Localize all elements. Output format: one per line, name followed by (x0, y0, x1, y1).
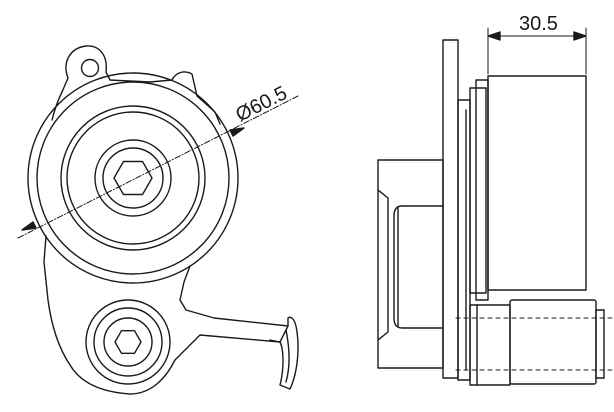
mounting-plate (442, 39, 459, 379)
pulley-side (487, 75, 587, 291)
pivot-bolt (103, 317, 153, 367)
diameter-dimension-line (17, 95, 299, 239)
pulley-rim-inner (36, 81, 230, 275)
pulley-face-outer (60, 105, 206, 251)
pivot-shaft (509, 299, 597, 385)
width-dimension (487, 27, 587, 75)
diameter-arrow-right (229, 127, 245, 137)
front-view: Ø60.5 (17, 45, 299, 395)
left-boss-chamfer (377, 189, 389, 341)
side-view: 30.5 (377, 13, 613, 386)
arm-hook-inner (285, 329, 290, 383)
diameter-label: Ø60.5 (232, 82, 291, 126)
plate-flange (457, 99, 471, 381)
left-boss-recess (393, 205, 444, 329)
width-label: 30.5 (519, 13, 558, 35)
width-arrow-right (573, 31, 587, 41)
bolt-washer (94, 139, 172, 217)
diameter-dimension (17, 95, 299, 239)
hex-socket (113, 160, 153, 196)
pivot-boss-outer (85, 299, 171, 385)
bearing-spacer (469, 87, 487, 294)
pivot-hex-socket (114, 330, 142, 354)
bolt-head (102, 147, 164, 209)
pulley-outer-rim (27, 72, 239, 284)
pivot-shaft-collar (469, 304, 511, 386)
mount-eye-hole (80, 58, 100, 78)
pulley-face-inner (66, 111, 200, 245)
arm-hook (269, 316, 299, 390)
pivot-boss-inner (93, 307, 163, 377)
left-boss-outer (377, 159, 444, 369)
width-arrow-left (487, 31, 501, 41)
diameter-arrow-left (21, 221, 37, 231)
pivot-shaft-end (595, 309, 605, 379)
tensioner-bracket-outline (43, 45, 289, 395)
